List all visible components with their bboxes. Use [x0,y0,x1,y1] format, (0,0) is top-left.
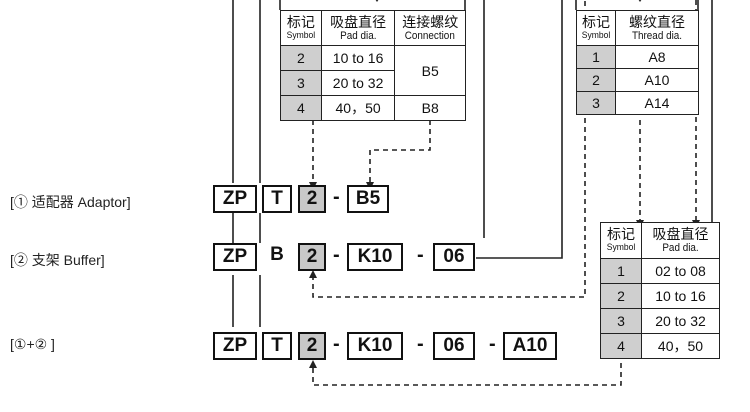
table-cell-thread: A10 [615,68,699,92]
thread-header-zh: 螺纹直径 [629,13,685,30]
symbol-header-en: Symbol [581,29,611,41]
code-separator: - [333,186,340,208]
label-adaptor-buffer: [①+② ] [10,336,55,352]
table-cell-pad: 10 to 16 [320,45,396,71]
code-size: 2 [298,243,326,271]
table-cell-symbol: 1 [576,45,616,69]
symbol-header-zh: 标记 [607,226,635,242]
code-size: 2 [298,332,326,360]
table-cell-thread: A8 [615,45,699,69]
code-zp: ZP [213,332,257,360]
table-cell-symbol: 3 [600,308,642,334]
table-cell-symbol: 3 [576,91,616,115]
table-cell-symbol: 3 [280,70,322,96]
table-cell-connection: B5 [394,45,466,96]
symbol-header: 标记 Symbol [600,222,642,259]
thread-header-en: Thread dia. [631,29,683,42]
symbol-header-zh: 标记 [286,13,315,30]
code-separator: - [489,333,496,355]
code-size: 2 [298,185,326,213]
dashed-lead-buffer [312,0,586,298]
pad-header-zh: 吸盘直径 [652,226,709,242]
label-adaptor: [① 适配器 Adaptor] [10,194,131,210]
symbol-header: 标记 Symbol [576,10,616,46]
table-cell-symbol: 2 [280,45,322,71]
symbol-header-zh: 标记 [582,13,610,30]
pad-header-en: Pad dia. [339,29,377,42]
code-type: T [262,185,292,213]
table-cell-symbol: 2 [576,68,616,92]
dashed-lead-pad2 [312,345,622,386]
pad-header: 吸盘直径 Pad dia. [641,222,720,259]
code-type: T [262,332,292,360]
connection-header-zh: 连接螺纹 [402,13,459,30]
table-cell-symbol: 2 [600,283,642,309]
code-type: B [270,244,284,265]
code-separator: - [417,244,424,266]
table-cell-symbol: 4 [280,95,322,121]
table-cell-symbol: 4 [600,333,642,359]
pad-table-2: 标记 Symbol 吸盘直径 Pad dia. 1 02 to 08 2 10 … [600,222,720,359]
code-length: 06 [433,243,475,271]
connection-header: 连接螺纹 Connection [394,10,466,46]
code-thread: A10 [503,332,557,360]
thread-table: 标记 Symbol 螺纹直径 Thread dia. 1 A8 2 A10 3 … [576,10,699,115]
pad-header: 吸盘直径 Pad dia. [320,10,396,46]
connection-header-en: Connection [405,29,456,42]
symbol-header-en: Symbol [606,242,636,253]
code-k10: K10 [347,332,403,360]
table-cell-pad: 40，50 [641,333,720,359]
code-zp: ZP [213,243,257,271]
table-cell-pad: 20 to 32 [320,70,396,96]
code-separator: - [333,244,340,266]
dashed-lead-conn [369,120,431,185]
code-connection: B5 [347,185,389,213]
pad-header-zh: 吸盘直径 [330,13,387,30]
table-cell-thread: A14 [615,91,699,115]
code-separator: - [333,333,340,355]
thread-header: 螺纹直径 Thread dia. [615,10,699,46]
code-k10: K10 [347,243,403,271]
table-cell-connection: B8 [394,95,466,121]
symbol-header-en: Symbol [286,29,316,41]
table-cell-symbol: 1 [600,258,642,284]
table-cell-pad: 02 to 08 [641,258,720,284]
code-zp: ZP [213,185,257,213]
label-buffer: [② 支架 Buffer] [10,252,105,268]
pad-connection-table: 标记 Symbol 吸盘直径 Pad dia. 连接螺纹 Connection … [280,10,466,121]
code-separator: - [417,333,424,355]
pad-header-en: Pad dia. [662,242,699,254]
code-length: 06 [433,332,475,360]
table-cell-pad: 40，50 [320,95,396,121]
symbol-header: 标记 Symbol [280,10,322,46]
table-cell-pad: 10 to 16 [641,283,720,309]
table-cell-pad: 20 to 32 [641,308,720,334]
